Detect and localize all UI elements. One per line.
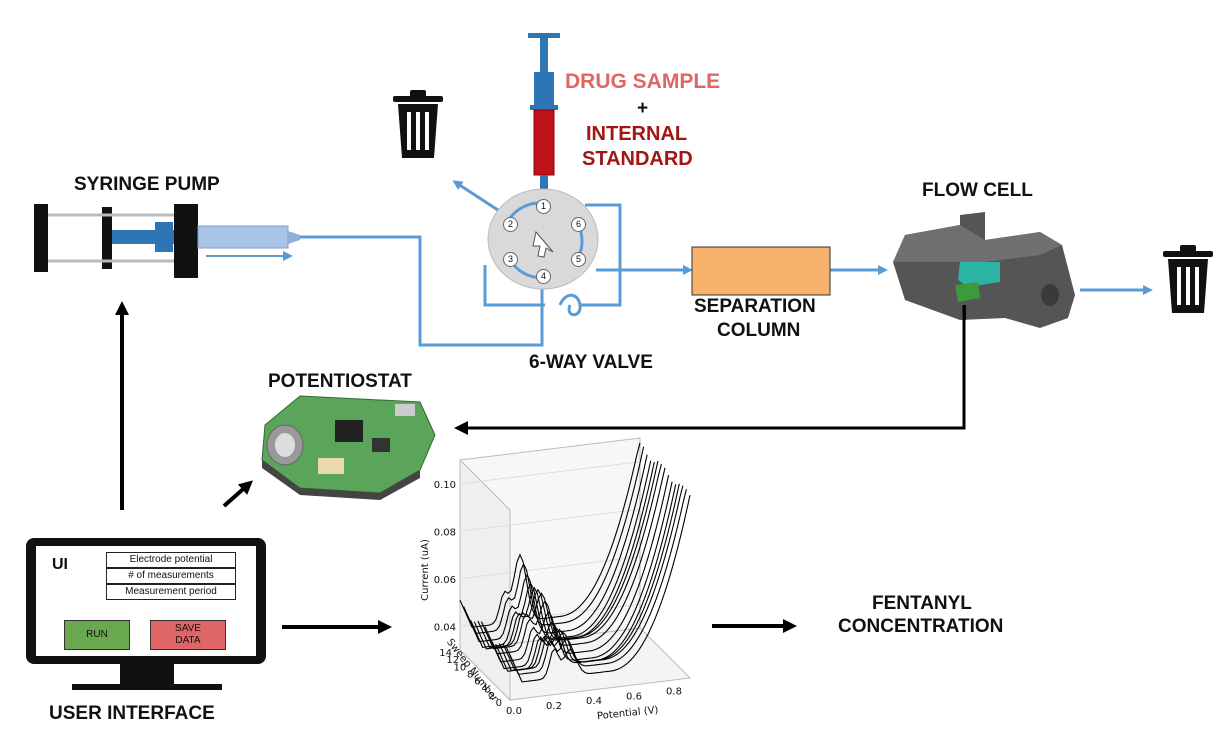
- chart-gridline: [459, 556, 641, 580]
- ui-title: UI: [52, 556, 68, 573]
- valve-port-1: 1: [536, 199, 551, 214]
- sweep-tick-label: 12: [446, 655, 459, 666]
- x-tick-label: 0.8: [666, 686, 682, 697]
- y-axis-label: Current (uA): [420, 539, 431, 601]
- drug-sample-label: DRUG SAMPLE: [565, 70, 721, 93]
- six-way-valve-label: 6-WAY VALVE: [529, 352, 653, 373]
- sweep-tick-label: 10: [454, 662, 467, 673]
- valve-inner-loop: [483, 265, 545, 307]
- sweep-chart: 0.0 0.2 0.4 0.6 0.8 0.04 0.06 0.08 0.10 024681012…: [420, 437, 692, 722]
- sweep-tick-label: 4: [481, 684, 487, 695]
- internal-standard-label-2: STANDARD: [582, 148, 693, 170]
- sweep-tick-label: 0: [496, 698, 502, 709]
- potentiostat-board-icon: [261, 395, 436, 500]
- y-tick-label: 0.06: [434, 575, 456, 586]
- measurement-period-field[interactable]: Measurement period: [106, 584, 236, 600]
- trash-icon: [1163, 245, 1213, 313]
- sample-loop-coil: [558, 293, 582, 317]
- user-interface-label: USER INTERFACE: [49, 703, 215, 724]
- electrode-potential-field[interactable]: Electrode potential: [106, 552, 236, 568]
- sweep-line-0: [509, 494, 691, 683]
- sweep-line-5: [491, 481, 673, 670]
- x-axis-label: Potential (V): [597, 705, 660, 722]
- measurements-field[interactable]: # of measurements: [106, 568, 236, 584]
- valve-port-6: 6: [571, 217, 586, 232]
- pump-to-valve-line: [300, 235, 544, 347]
- save-data-label-2: DATA: [175, 635, 201, 646]
- valve-port-4: 4: [536, 269, 551, 284]
- sweep-line-1: [505, 489, 687, 675]
- flow-cell-icon: [893, 212, 1075, 328]
- sweep-tick-label: 14: [439, 648, 452, 659]
- ui-to-potentiostat-arrow: [222, 480, 253, 508]
- x-tick-label: 0.4: [586, 696, 602, 707]
- sweep-line-9: [477, 460, 659, 649]
- valve-port-2: 2: [503, 217, 518, 232]
- fentanyl-label-1: FENTANYL: [872, 593, 972, 614]
- fentanyl-label-2: CONCENTRATION: [838, 616, 1004, 637]
- flowcell-to-potentiostat-arrow: [454, 305, 966, 435]
- flow-cell-label: FLOW CELL: [922, 180, 1033, 201]
- internal-standard-label-1: INTERNAL: [586, 123, 688, 145]
- x-tick-label: 0.2: [546, 701, 562, 712]
- separation-column: [691, 246, 831, 296]
- sweep-tick-label: 6: [474, 677, 480, 688]
- save-data-button[interactable]: SAVE DATA: [150, 620, 226, 650]
- trash-icon: [393, 90, 443, 158]
- separation-column-label-1: SEPARATION: [694, 296, 816, 317]
- sweep-line-6: [488, 474, 670, 663]
- signal-arrows: [115, 301, 966, 634]
- valve-loop-line: [580, 203, 622, 307]
- sweep-line-8: [480, 464, 662, 650]
- sweep-tick-label: 8: [467, 669, 473, 680]
- sweep-line-2: [502, 485, 684, 671]
- save-data-label-1: SAVE: [175, 623, 201, 634]
- syringe-icon: [528, 33, 560, 190]
- chart-gridline: [459, 508, 641, 532]
- syringe-pump-label: SYRINGE PUMP: [74, 174, 220, 195]
- sweep-tick-label: 2: [488, 691, 494, 702]
- x-tick-label: 0.0: [506, 706, 522, 717]
- y-tick-label: 0.08: [434, 527, 456, 538]
- sweep-line-14: [459, 442, 641, 628]
- potentiostat-label: POTENTIOSTAT: [268, 371, 412, 392]
- valve-port-5: 5: [571, 252, 586, 267]
- y-tick-label: 0.10: [434, 480, 456, 491]
- x-tick-label: 0.6: [626, 691, 642, 702]
- syringe-pump: [34, 204, 300, 278]
- valve-port-3: 3: [503, 252, 518, 267]
- plus-label: +: [637, 98, 649, 119]
- run-button[interactable]: RUN: [64, 620, 130, 650]
- chart-side-wall: [459, 458, 511, 702]
- sweep-line-7: [484, 467, 666, 655]
- flow-lines: [300, 180, 1153, 347]
- separation-column-label-2: COLUMN: [717, 320, 801, 341]
- chart-gridline: [459, 461, 641, 485]
- y-tick-label: 0.04: [434, 622, 456, 633]
